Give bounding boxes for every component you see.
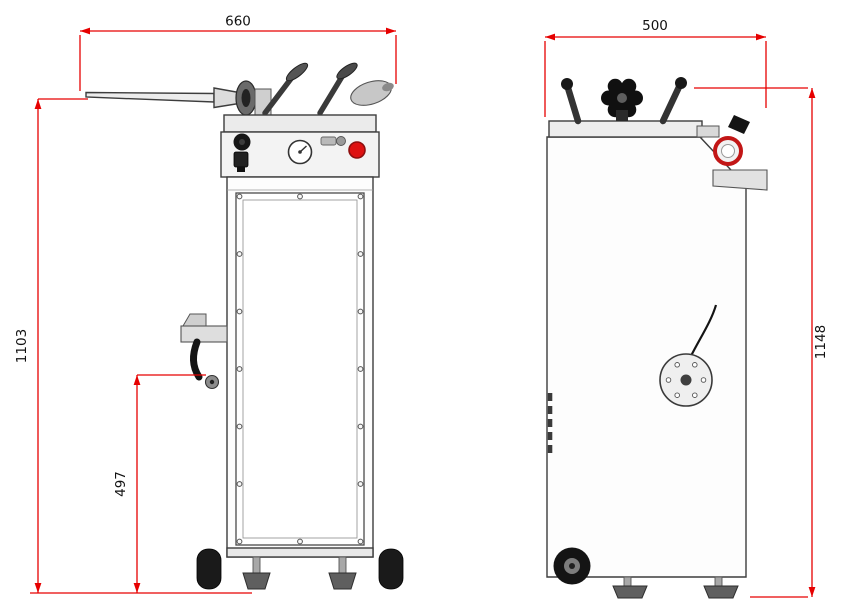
dimension-front-height: 1103 [14, 98, 252, 594]
door-panel [235, 192, 365, 546]
horn-cone [213, 87, 240, 109]
air-valve-knob [336, 136, 346, 146]
dimension-label-660: 660 [225, 14, 251, 30]
dimension-label-500: 500 [642, 18, 668, 34]
dimension-label-497: 497 [113, 471, 129, 497]
dimension-side-width: 500 [544, 18, 767, 117]
star-knob-hub [617, 93, 627, 103]
gauge-dial [721, 144, 735, 158]
side-levers [561, 77, 687, 125]
star-knob-stem [616, 110, 628, 121]
adjustable-feet-front [242, 556, 357, 590]
flange-disc [659, 304, 718, 407]
dimension-label-1148: 1148 [813, 325, 829, 359]
horn-mount-bore [241, 89, 251, 107]
dimension-side-height: 1148 [694, 87, 829, 598]
front-view [85, 62, 404, 590]
clamp-handle-tip [382, 82, 394, 92]
filling-horn [85, 80, 272, 116]
side-top-plate [548, 120, 703, 138]
side-lever-left [564, 84, 582, 125]
outlet-tap [233, 151, 249, 168]
lever-grip-right [336, 62, 358, 80]
lever-grip-left [285, 62, 309, 82]
horn-tube [85, 91, 215, 103]
wheel-right [378, 548, 404, 590]
clamp-handle [350, 80, 392, 106]
side-top-step [696, 125, 720, 138]
side-view [546, 77, 768, 599]
star-knob [601, 78, 643, 121]
dimension-outlet-height: 497 [113, 374, 206, 593]
gauge-fitting-nut [728, 115, 750, 134]
lever-arm-right [317, 72, 346, 116]
flange-bolt-holes [665, 362, 707, 398]
door-screws [236, 193, 364, 545]
door-inner-frame [242, 199, 358, 539]
handle-upper-plate [182, 313, 207, 327]
control-elements [233, 133, 366, 172]
side-gauge-assembly [712, 115, 768, 191]
side-lever-left-ball [561, 78, 573, 90]
flange-center-bore [680, 374, 692, 386]
lever-arm-left [262, 73, 296, 116]
side-lever-right [659, 83, 683, 125]
base-band [226, 547, 374, 558]
wheel-left [196, 548, 222, 590]
adjustable-feet-side [612, 576, 739, 599]
side-edge-ridges [547, 393, 553, 453]
handle-grip [190, 338, 203, 381]
side-lever-right-ball [675, 77, 687, 89]
air-valve [320, 136, 337, 146]
outlet-tap-spout [237, 167, 245, 172]
dimension-label-1103: 1103 [14, 329, 30, 363]
flange-cable [690, 304, 718, 357]
dimension-front-width: 660 [79, 14, 397, 91]
emergency-stop-button [348, 141, 366, 159]
side-body [546, 136, 747, 578]
handle-bracket [180, 325, 228, 343]
lid-plate [223, 114, 377, 133]
gauge-bracket [712, 169, 768, 191]
handle-pivot-center [209, 379, 215, 385]
side-outlet-handle [180, 313, 228, 390]
lid-levers [262, 62, 394, 116]
side-wheel [553, 547, 591, 585]
black-knob-center [239, 139, 245, 145]
gauge-hub [298, 150, 302, 154]
